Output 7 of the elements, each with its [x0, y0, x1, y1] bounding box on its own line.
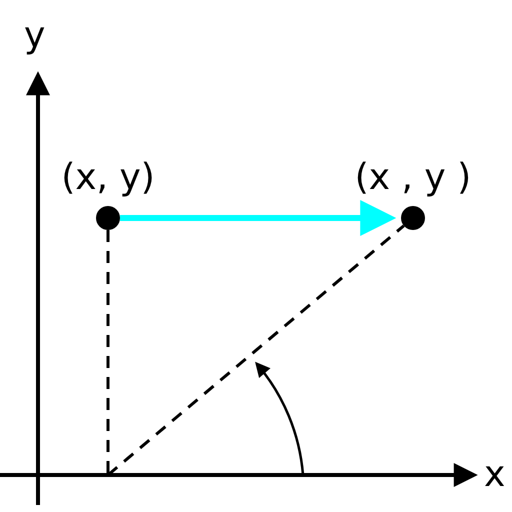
dashed-line: [107, 224, 405, 476]
axis-label: x: [484, 455, 506, 495]
coordinate-label: (x, y): [60, 158, 156, 198]
dashed-line: [106, 230, 110, 475]
axis-label: y: [24, 16, 46, 56]
coordinate-label: (x , y ): [354, 158, 472, 198]
arrow: [120, 200, 396, 236]
